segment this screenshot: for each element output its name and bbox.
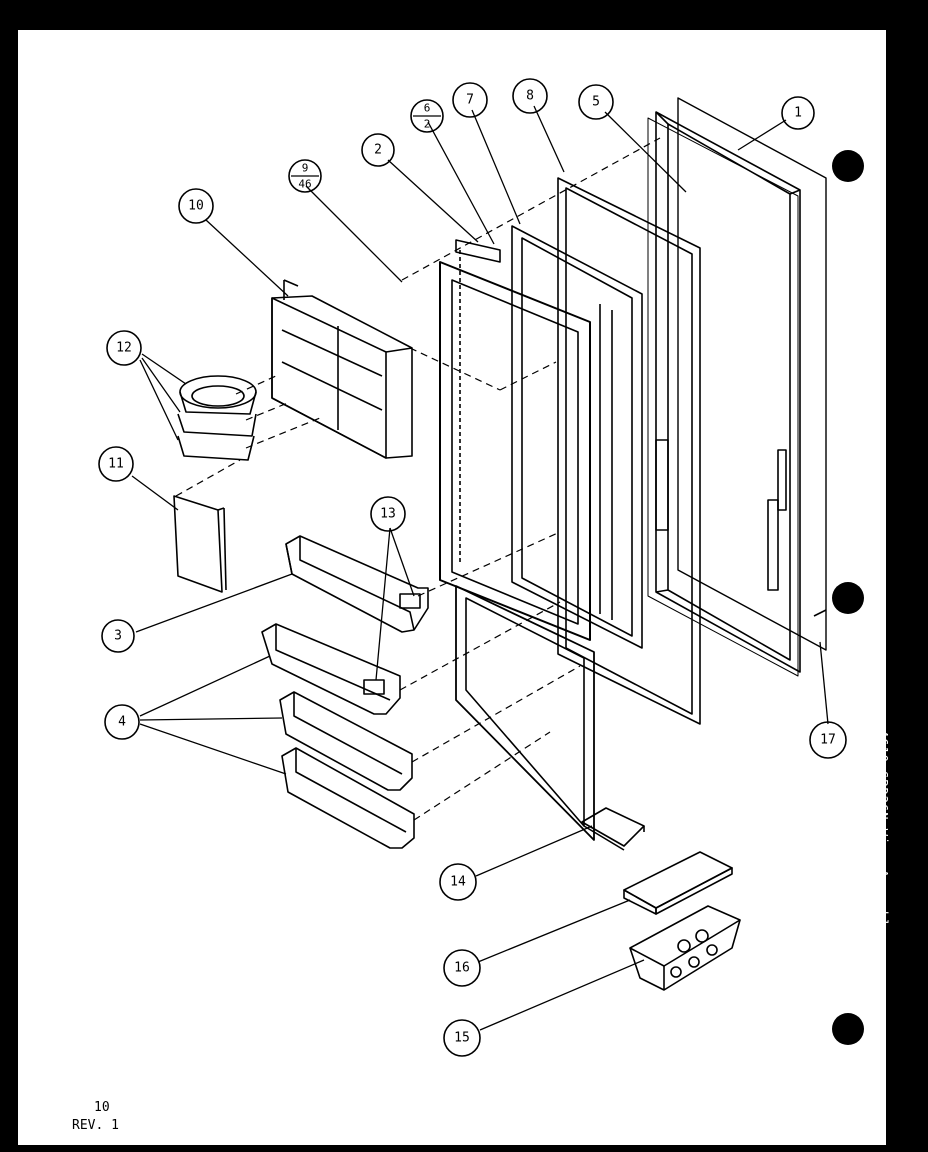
callout-14: 14	[439, 863, 477, 901]
page-number: 10	[94, 1100, 110, 1115]
assembly-lines	[175, 137, 661, 821]
callout-6-over-2: 6 2	[410, 99, 444, 133]
callout-10-label: 10	[188, 199, 204, 214]
callout-8: 8	[512, 78, 548, 114]
leader-lines	[131, 105, 829, 1031]
callout-3-label: 3	[114, 629, 122, 644]
callout-5: 5	[578, 84, 614, 120]
binder-hole-middle	[832, 582, 864, 614]
callout-5-label: 5	[592, 95, 600, 110]
callout-4: 4	[104, 704, 140, 740]
part-8-door-gasket	[557, 177, 701, 725]
callout-14-label: 14	[450, 875, 466, 890]
part-4-door-bins	[261, 623, 415, 849]
binder-hole-bottom	[832, 1013, 864, 1045]
part-14-tray	[581, 807, 645, 851]
callout-16-label: 16	[454, 961, 470, 976]
callout-13-label: 13	[380, 507, 396, 522]
binder-hole-top	[832, 150, 864, 182]
callout-17: 17	[809, 721, 847, 759]
part-15-ice-bin	[629, 905, 741, 991]
side-label: 4610 SRD26N Wing Assembly	[876, 730, 890, 936]
callout-15: 15	[443, 1019, 481, 1057]
callout-10: 10	[178, 188, 214, 224]
callout-7-label: 7	[466, 93, 474, 108]
part-2-inner-door-frame	[439, 239, 591, 641]
callout-16: 16	[443, 949, 481, 987]
callout-1-label: 1	[794, 106, 802, 121]
callout-2-label: 2	[374, 143, 382, 158]
callout-7: 7	[452, 82, 488, 118]
callout-17-label: 17	[820, 733, 836, 748]
part-1-outer-door-panel	[655, 97, 827, 673]
part-7-breaker-frame	[511, 225, 643, 649]
part-10-shelf-rack	[271, 279, 413, 459]
callout-6-over-2-bottom: 2	[424, 118, 431, 131]
callout-2: 2	[361, 133, 395, 167]
part-12-containers	[177, 375, 257, 461]
callout-9-over-46-top: 9	[302, 162, 309, 175]
callout-6-over-2-top: 6	[424, 102, 431, 115]
callout-4-label: 4	[118, 715, 126, 730]
callout-8-label: 8	[526, 89, 534, 104]
part-5-door-liner	[647, 117, 799, 677]
lower-door-frame	[455, 585, 595, 841]
part-3-door-bin	[285, 535, 429, 633]
callout-13: 13	[370, 496, 406, 532]
callout-12: 12	[106, 330, 142, 366]
callout-11-label: 11	[108, 457, 124, 472]
callout-1: 1	[781, 96, 815, 130]
drawing-sheet	[18, 30, 886, 1145]
revision-label: REV. 1	[72, 1118, 119, 1133]
callout-9-over-46: 9 46	[288, 159, 322, 193]
callout-9-over-46-bottom: 46	[298, 178, 311, 191]
callout-12-label: 12	[116, 341, 132, 356]
part-11-panel-plate	[173, 495, 227, 593]
part-16-bin-cover	[623, 851, 733, 915]
callout-3: 3	[101, 619, 135, 653]
callout-15-label: 15	[454, 1031, 470, 1046]
callout-11: 11	[98, 446, 134, 482]
